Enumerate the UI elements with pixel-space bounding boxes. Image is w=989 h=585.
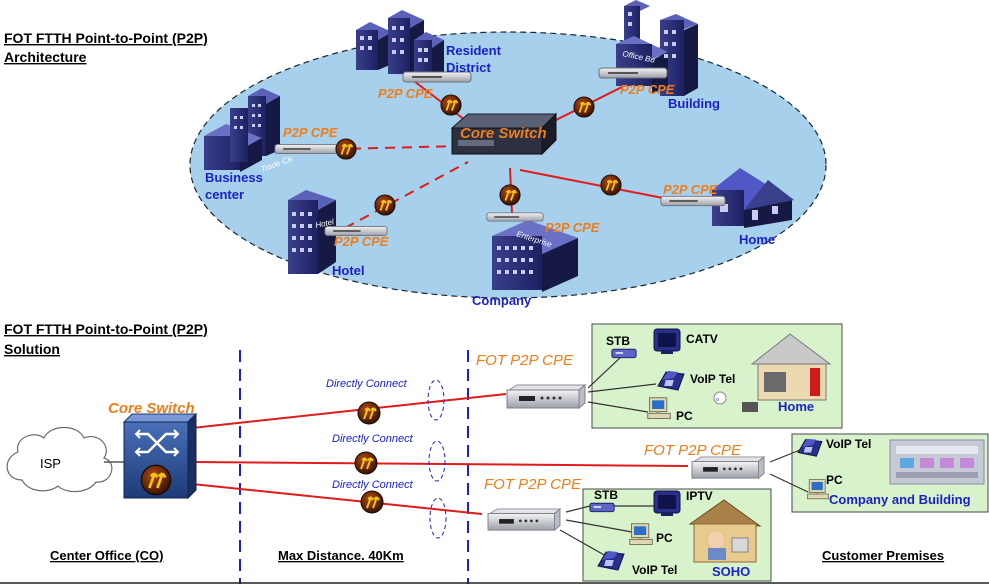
footer-center-office: Center Office (CO) xyxy=(50,548,163,563)
label-resident-line1: Resident xyxy=(446,43,502,58)
home-box-name: Home xyxy=(778,399,814,414)
soho-voip-wire xyxy=(559,529,607,557)
directly-connect-label-1: Directly Connect xyxy=(326,378,408,390)
core-switch-top xyxy=(450,112,558,156)
soho-house-icon xyxy=(688,499,762,563)
home-pc-wire xyxy=(587,401,649,413)
cpe-building-label: P2P CPE xyxy=(620,82,675,97)
solution-fiber-links xyxy=(191,393,689,515)
soho-stb-wire xyxy=(565,505,591,513)
cpe-business-icon xyxy=(274,143,338,155)
isp-label: ISP xyxy=(40,456,61,471)
core-switch-bottom-ball-icon xyxy=(140,464,172,496)
soho-pc-icon xyxy=(629,523,653,545)
label-business-line2: center xyxy=(205,187,244,202)
soho-iptv-label: IPTV xyxy=(686,489,713,503)
directly-connect-label-3: Directly Connect xyxy=(332,479,414,491)
directly-connect-label-2: Directly Connect xyxy=(332,433,414,445)
company-pc-label: PC xyxy=(826,473,843,487)
svg-text:o: o xyxy=(716,397,719,403)
fiber-ball-hotel-icon xyxy=(374,194,396,216)
core-switch-bottom-label: Core Switch xyxy=(108,400,195,417)
company-building-icon xyxy=(492,220,578,292)
business-center-icon xyxy=(204,88,280,172)
cpe-label-home: FOT P2P CPE xyxy=(476,352,574,369)
cpe-device-company-icon xyxy=(691,456,765,479)
fiber-ball-business-icon xyxy=(335,138,357,160)
label-business-line1: Business xyxy=(205,170,263,185)
soho-voip-label: VoIP Tel xyxy=(632,563,677,577)
home-stb-icon xyxy=(611,348,637,359)
home-pc-label: PC xyxy=(676,409,693,423)
home-stb-label: STB xyxy=(606,334,630,348)
home-catv-icon xyxy=(653,328,681,355)
label-hotel: Hotel xyxy=(332,263,365,278)
soho-stb-icon xyxy=(589,502,615,513)
home-voip-wire xyxy=(587,383,657,393)
fiber-ball-home-icon xyxy=(600,174,622,196)
fiber-ball-company-icon xyxy=(499,184,521,206)
cpe-home-icon xyxy=(660,195,726,207)
patch-point-1 xyxy=(427,379,445,421)
solution-title-line2: Solution xyxy=(4,341,60,357)
core-switch-top-label: Core Switch xyxy=(460,125,547,142)
label-building: Building xyxy=(668,96,720,111)
office-workspace-icon xyxy=(889,439,985,485)
label-resident-line2: District xyxy=(446,60,491,75)
solution-title-line1: FOT FTTH Point-to-Point (P2P) xyxy=(4,321,208,337)
fiber-ball-building-icon xyxy=(573,96,595,118)
company-voip-label: VoIP Tel xyxy=(826,437,871,451)
soho-iptv-icon xyxy=(653,490,681,517)
architecture-title-line1: FOT FTTH Point-to-Point (P2P) xyxy=(4,30,208,46)
resident-buildings-icon xyxy=(356,10,444,78)
cpe-label-soho: FOT P2P CPE xyxy=(484,476,582,493)
soho-pc-wire xyxy=(565,519,633,533)
cpe-business-label: P2P CPE xyxy=(283,125,338,140)
home-catv-label: CATV xyxy=(686,332,718,346)
company-box-name: Company and Building xyxy=(829,492,971,507)
hotel-icon xyxy=(288,190,336,274)
home-voip-label: VoIP Tel xyxy=(690,372,735,386)
cpe-device-soho-icon xyxy=(487,508,561,531)
architecture-title-line2: Architecture xyxy=(4,49,87,65)
fiber-ball-2-icon xyxy=(354,451,378,475)
label-home: Home xyxy=(739,232,775,247)
fiber-ball-resident-icon xyxy=(440,94,462,116)
home-stb-wire xyxy=(587,355,623,389)
label-company: Company xyxy=(472,293,532,308)
footer-customer-premises: Customer Premises xyxy=(822,548,944,563)
soho-box-name: SOHO xyxy=(712,564,750,579)
home-house-cutaway-icon: o xyxy=(713,333,832,412)
patch-point-3 xyxy=(429,497,447,539)
cpe-label-company: FOT P2P CPE xyxy=(644,442,742,459)
company-pc-wire xyxy=(769,473,809,493)
cpe-hotel-label: P2P CPE xyxy=(334,234,389,249)
cpe-home-label: P2P CPE xyxy=(663,182,718,197)
home-pc-icon xyxy=(647,397,671,419)
cpe-company-icon xyxy=(486,212,544,222)
cpe-resident-label: P2P CPE xyxy=(378,86,433,101)
patch-point-2 xyxy=(428,440,446,482)
soho-pc-label: PC xyxy=(656,531,673,545)
company-voip-wire xyxy=(769,449,801,463)
isp-cloud-icon xyxy=(6,426,113,493)
cpe-building-icon xyxy=(598,67,668,79)
cpe-company-label: P2P CPE xyxy=(545,220,600,235)
soho-stb-label: STB xyxy=(594,488,618,502)
cpe-device-home-icon xyxy=(506,384,586,409)
fiber-ball-3-icon xyxy=(360,490,384,514)
core-switch-bottom-icon xyxy=(122,412,198,500)
footer-max-distance: Max Distance. 40Km xyxy=(278,548,404,563)
fiber-ball-1-icon xyxy=(357,401,381,425)
